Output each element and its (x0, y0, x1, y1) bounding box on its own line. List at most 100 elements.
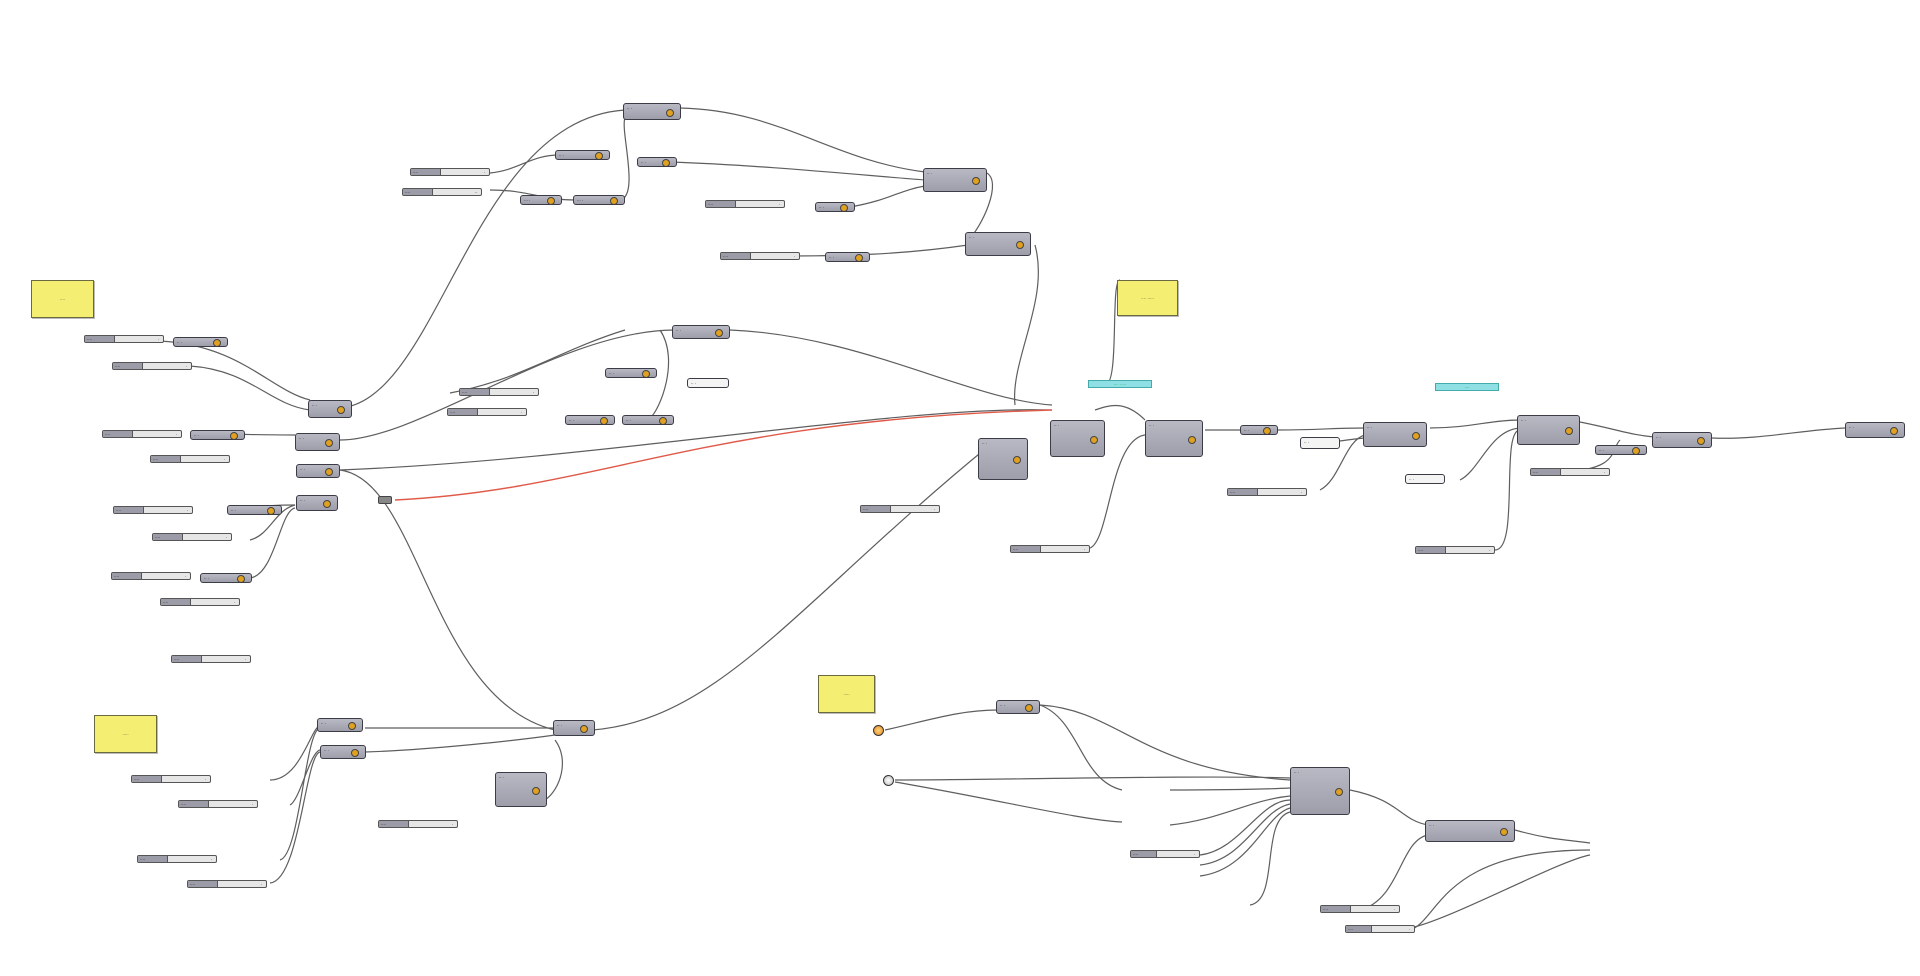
component-node[interactable]: ·· · (296, 464, 340, 478)
component-node[interactable]: ·· · (1145, 420, 1203, 457)
component-node[interactable]: ·· · (320, 745, 366, 759)
param-circle-icon[interactable] (883, 775, 894, 786)
component-node[interactable]: ·· · (923, 168, 987, 192)
panel[interactable]: ···· (1435, 383, 1499, 391)
number-slider[interactable]: ····· (171, 655, 251, 663)
number-slider[interactable]: ····· (137, 855, 217, 863)
component-node[interactable]: ·· · (227, 505, 282, 515)
component-icon (595, 152, 603, 159)
component-node[interactable]: ·· · (1300, 437, 1340, 449)
number-slider[interactable]: ····· (152, 533, 232, 541)
component-icon (855, 254, 863, 261)
component-node[interactable]: ·· · (672, 325, 730, 339)
note-scribble[interactable]: ····· (94, 715, 157, 753)
number-slider[interactable]: ····· (447, 408, 527, 416)
param-hex-icon[interactable] (873, 725, 884, 736)
component-node[interactable]: ·· · (1050, 420, 1105, 457)
relay-node[interactable] (378, 496, 392, 504)
component-node[interactable]: ·· · (1595, 445, 1647, 455)
component-node[interactable]: ·· · (825, 252, 870, 262)
note-scribble[interactable]: ···· (31, 280, 94, 318)
slider-value: · (233, 600, 235, 605)
component-node[interactable]: ·· · (565, 415, 615, 425)
component-label: ·· · (627, 106, 633, 111)
component-node[interactable]: ·· · (815, 202, 855, 212)
component-label: ·· · (626, 418, 632, 423)
number-slider[interactable]: ····· (860, 505, 940, 513)
component-node[interactable]: ··· · (573, 195, 625, 205)
number-slider[interactable]: ····· (459, 388, 539, 396)
number-slider[interactable]: ····· (1320, 905, 1400, 913)
component-node[interactable]: ·· · (295, 433, 340, 451)
component-node[interactable]: ·· · (622, 415, 674, 425)
component-node[interactable]: ·· · (553, 720, 595, 736)
slider-label: ···· (1228, 489, 1258, 495)
number-slider[interactable]: ····· (1530, 468, 1610, 476)
component-node[interactable]: ·· · (1425, 820, 1515, 842)
component-node[interactable]: ·· · (173, 337, 228, 347)
component-node[interactable]: ·· · (965, 232, 1031, 256)
component-node[interactable]: ·· · (1845, 422, 1905, 438)
component-node[interactable]: ·· · (1290, 767, 1350, 815)
component-icon (1090, 435, 1098, 444)
component-node[interactable]: ·· · (1405, 474, 1445, 484)
component-label: ·· · (829, 255, 835, 260)
number-slider[interactable]: ····· (150, 455, 230, 463)
number-slider[interactable]: ····· (1010, 545, 1090, 553)
component-node[interactable]: ·· · (687, 378, 729, 388)
note-scribble[interactable]: ····· (818, 675, 875, 713)
component-node[interactable]: ·· · (1652, 432, 1712, 448)
number-slider[interactable]: ····· (705, 200, 785, 208)
component-node[interactable]: ·· · (1240, 425, 1278, 435)
note-scribble[interactable]: ···· ····· (1117, 280, 1178, 316)
number-slider[interactable]: ····· (187, 880, 267, 888)
number-slider[interactable]: ····· (1415, 546, 1495, 554)
number-slider[interactable]: ····· (178, 800, 258, 808)
component-label: ·· · (300, 498, 306, 503)
slider-label: ···· (1416, 547, 1446, 553)
component-icon (1263, 427, 1271, 434)
component-node[interactable]: ·· · (1363, 422, 1427, 447)
component-node[interactable]: ·· · (190, 430, 245, 440)
component-icon (547, 197, 555, 204)
component-icon (666, 108, 674, 117)
number-slider[interactable]: ····· (131, 775, 211, 783)
number-slider[interactable]: ····· (410, 168, 490, 176)
number-slider[interactable]: ····· (111, 572, 191, 580)
slider-label: ···· (138, 856, 168, 862)
slider-label: ···· (460, 389, 490, 395)
slider-value: · (1393, 907, 1395, 912)
component-node[interactable]: ·· · (1517, 415, 1580, 445)
component-node[interactable]: ··· · (520, 195, 562, 205)
number-slider[interactable]: ····· (378, 820, 458, 828)
slider-label: ···· (721, 253, 751, 259)
component-node[interactable]: ·· · (200, 573, 252, 583)
number-slider[interactable]: ····· (1345, 925, 1415, 933)
number-slider[interactable]: ····· (1130, 850, 1200, 858)
number-slider[interactable]: ····· (1227, 488, 1307, 496)
panel[interactable]: ···· ····· (1088, 380, 1152, 388)
note-text: ····· (843, 691, 850, 697)
slider-value: · (451, 822, 453, 827)
number-slider[interactable]: ····· (112, 362, 192, 370)
component-node[interactable]: ·· · (555, 150, 610, 160)
number-slider[interactable]: ····· (160, 598, 240, 606)
component-node[interactable]: ·· · (605, 368, 657, 378)
component-icon (1565, 427, 1573, 435)
number-slider[interactable]: ····· (113, 506, 193, 514)
component-node[interactable]: ·· · (317, 718, 363, 732)
component-node[interactable]: ·· · (308, 400, 352, 418)
number-slider[interactable]: ····· (84, 335, 164, 343)
component-node[interactable]: ·· · (296, 495, 338, 511)
component-node[interactable]: ·· · (996, 700, 1040, 714)
number-slider[interactable]: ····· (102, 430, 182, 438)
component-label: ·· · (1244, 428, 1250, 433)
component-node[interactable]: ·· · (978, 438, 1028, 480)
component-label: ·· · (1849, 425, 1855, 430)
component-node[interactable]: ·· · (623, 103, 681, 120)
number-slider[interactable]: ······ (402, 188, 482, 196)
component-node[interactable]: ·· · (637, 157, 677, 167)
number-slider[interactable]: ····· (720, 252, 800, 260)
component-node[interactable]: ·· · (495, 772, 547, 807)
